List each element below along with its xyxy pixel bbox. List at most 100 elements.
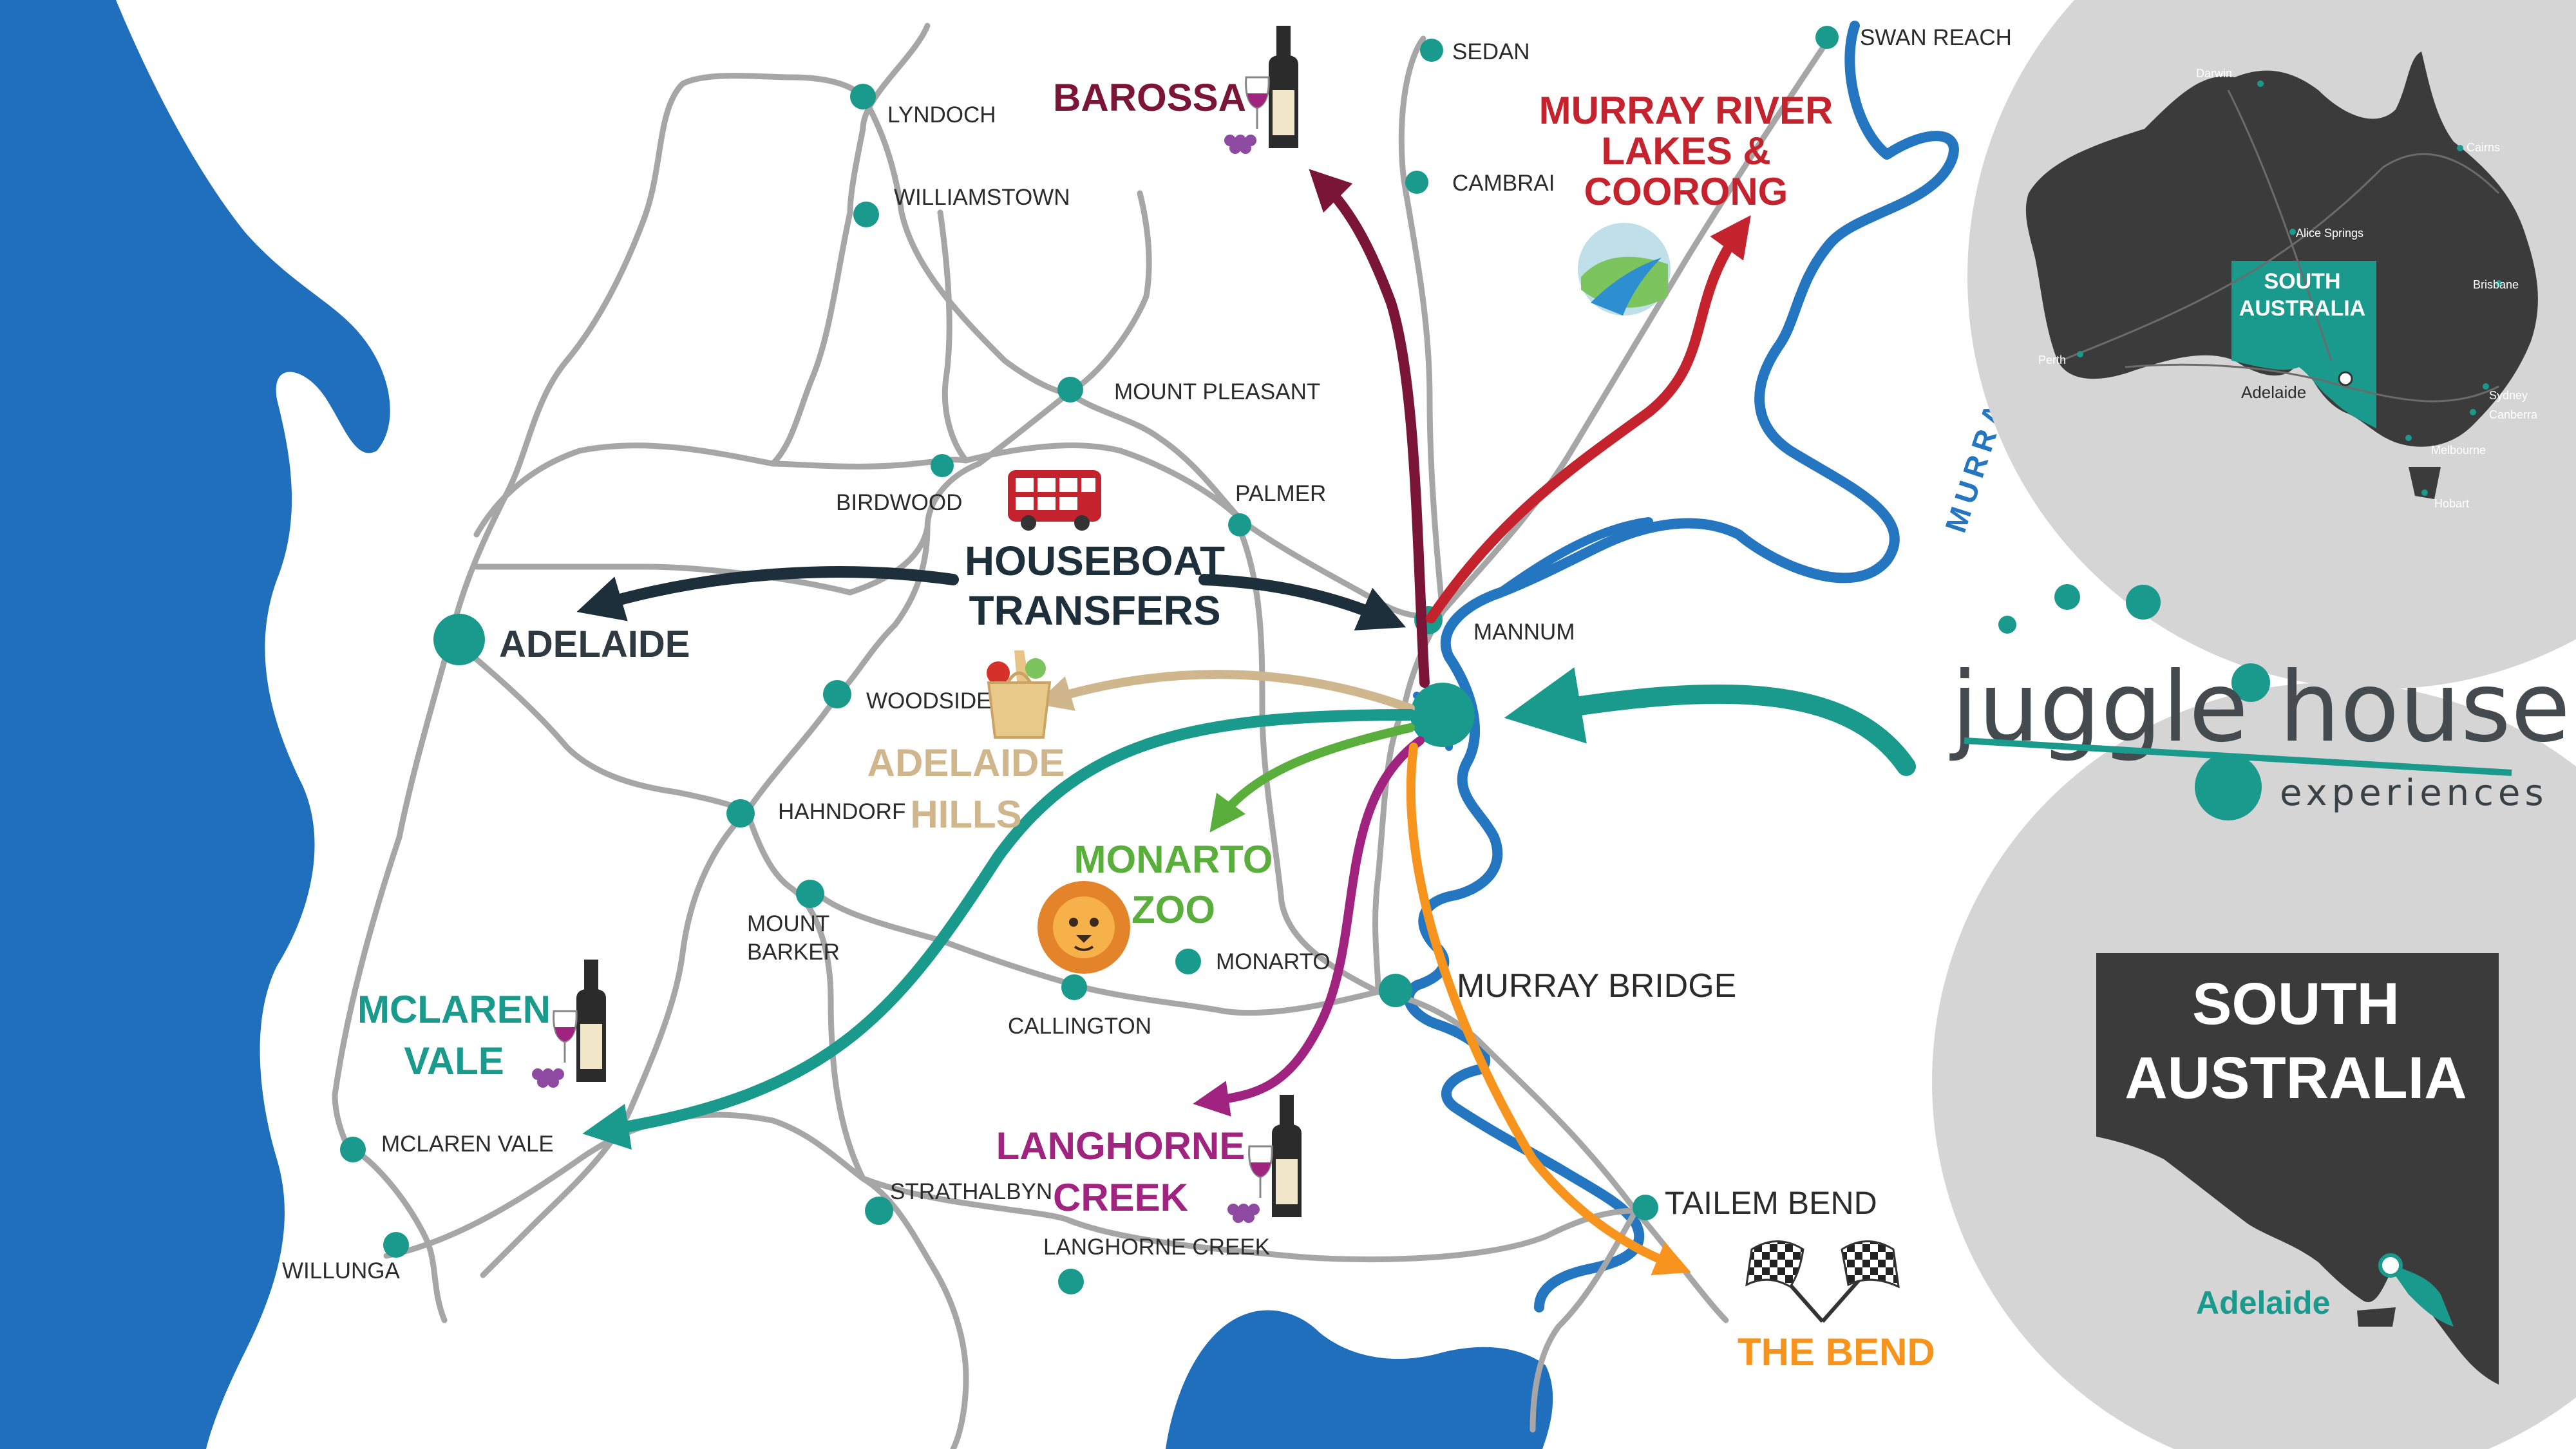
svg-text:Darwin: Darwin (2196, 67, 2232, 80)
svg-text:Melbourne: Melbourne (2431, 444, 2486, 457)
town-mclaren-vale: MCLAREN VALE (340, 1132, 554, 1162)
svg-text:Hobart: Hobart (2434, 497, 2469, 510)
chequered-flags-icon (1745, 1240, 1900, 1323)
svg-text:LANGHORNE: LANGHORNE (996, 1124, 1245, 1168)
landscape-icon (1578, 223, 1671, 316)
label-adelaide: ADELAIDE (499, 623, 690, 665)
arrow-adelaide-hills (1036, 670, 1415, 713)
town-tailem-bend (1633, 1195, 1658, 1220)
svg-text:Brisbane: Brisbane (2473, 278, 2519, 291)
svg-text:PALMER: PALMER (1235, 481, 1326, 506)
svg-text:ZOO: ZOO (1132, 888, 1215, 931)
gulf-st-vincent (0, 0, 390, 1449)
south-australia-inset: SOUTH AUSTRALIA Adelaide (1932, 683, 2576, 1449)
lake-alexandrina (1166, 1310, 1553, 1449)
svg-text:HOUSEBOAT: HOUSEBOAT (965, 538, 1225, 584)
wine-bottle-glass-icon (1227, 1095, 1302, 1223)
dest-the-bend: THE BEND (1738, 1331, 1935, 1374)
svg-text:STRATHALBYN: STRATHALBYN (890, 1179, 1052, 1204)
dest-langhorne-creek: LANGHORNE CREEK (996, 1124, 1245, 1219)
juggle-house-logo: juggle house experiences (1949, 584, 2570, 820)
australia-inset: Darwin Cairns Alice Springs Brisbane Per… (1967, 0, 2576, 689)
svg-text:CAMBRAI: CAMBRAI (1452, 171, 1555, 196)
svg-text:Alice Springs: Alice Springs (2296, 227, 2363, 240)
svg-text:HAHNDORF: HAHNDORF (778, 799, 905, 824)
town-monarto: MONARTO (1175, 949, 1331, 974)
dest-murray-river-lakes: MURRAY RIVER LAKES & COORONG (1539, 89, 1833, 213)
svg-text:SOUTH: SOUTH (2264, 269, 2341, 294)
arrow-monarto-zoo (1209, 723, 1415, 833)
svg-text:HILLS: HILLS (910, 793, 1021, 836)
svg-text:MOUNT PLEASANT: MOUNT PLEASANT (1114, 379, 1320, 404)
svg-text:COORONG: COORONG (1584, 170, 1788, 213)
town-willunga: WILLUNGA (282, 1232, 409, 1283)
svg-text:Adelaide: Adelaide (2241, 383, 2306, 402)
svg-text:SWAN REACH: SWAN REACH (1860, 25, 2012, 50)
svg-text:MURRAY RIVER: MURRAY RIVER (1539, 89, 1833, 132)
svg-text:VALE: VALE (404, 1039, 504, 1083)
route-arrows (576, 169, 1916, 1276)
towns: LYNDOCH WILLIAMSTOWN MOUNT PLEASANT BIRD… (282, 25, 2012, 1294)
svg-text:WILLIAMSTOWN: WILLIAMSTOWN (894, 185, 1070, 210)
svg-text:Cairns: Cairns (2467, 141, 2500, 154)
adelaide-region (2386, 1262, 2454, 1327)
hub-marker (1410, 683, 1475, 747)
tasmania (2409, 467, 2441, 499)
australia-landmass (2025, 52, 2538, 447)
dest-monarto-zoo: MONARTO ZOO (1074, 838, 1273, 931)
red-bus-icon (1008, 470, 1101, 531)
lion-icon (1037, 881, 1130, 974)
svg-text:LYNDOCH: LYNDOCH (887, 102, 996, 128)
svg-text:AUSTRALIA: AUSTRALIA (2125, 1045, 2467, 1111)
town-hahndorf: HAHNDORF (726, 799, 905, 828)
road-network (332, 23, 1832, 1449)
svg-text:experiences: experiences (2280, 772, 2548, 814)
svg-text:CREEK: CREEK (1053, 1176, 1188, 1219)
town-mount-pleasant: MOUNT PLEASANT (1057, 377, 1320, 404)
svg-text:BIRDWOOD: BIRDWOOD (836, 490, 962, 515)
arrow-incoming (1504, 667, 1916, 776)
arrow-houseboat-right (1198, 574, 1406, 630)
south-australia-landmass (2096, 953, 2499, 1385)
town-langhorne-creek: LANGHORNE CREEK (1043, 1235, 1270, 1294)
sa-inset-adelaide-label: Adelaide (2196, 1285, 2330, 1321)
svg-text:AUSTRALIA: AUSTRALIA (2239, 296, 2365, 321)
town-adelaide (433, 614, 485, 665)
town-strathalbyn: STRATHALBYN (865, 1179, 1052, 1225)
town-sedan: SEDAN (1420, 39, 1530, 64)
grocery-bag-icon (987, 650, 1052, 739)
murray-river (1403, 21, 1959, 1312)
town-murray-bridge (1379, 974, 1412, 1007)
svg-text:WILLUNGA: WILLUNGA (282, 1258, 400, 1283)
kangaroo-island (2357, 1307, 2396, 1327)
arrow-houseboat-left (576, 566, 959, 621)
svg-text:LANGHORNE CREEK: LANGHORNE CREEK (1043, 1235, 1270, 1260)
town-swan-reach: SWAN REACH (1815, 25, 2012, 50)
svg-text:Perth: Perth (2038, 354, 2066, 366)
dest-houseboat-transfers: HOUSEBOAT TRANSFERS (965, 538, 1225, 634)
town-woodside: WOODSIDE (823, 680, 991, 714)
svg-text:CALLINGTON: CALLINGTON (1008, 1014, 1151, 1039)
svg-text:MONARTO: MONARTO (1216, 949, 1331, 974)
town-callington: CALLINGTON (1008, 974, 1151, 1039)
svg-text:SEDAN: SEDAN (1452, 39, 1530, 64)
dest-barossa: BAROSSA (1053, 76, 1246, 119)
dest-mclaren-vale: MCLAREN VALE (357, 988, 551, 1083)
svg-text:MONARTO: MONARTO (1074, 838, 1273, 881)
destination-labels: BAROSSA MURRAY RIVER LAKES & COORONG HOU… (357, 76, 1935, 1374)
svg-text:SOUTH: SOUTH (2192, 971, 2400, 1037)
label-murray-bridge: MURRAY BRIDGE (1457, 967, 1736, 1005)
svg-text:MANNUM: MANNUM (1473, 620, 1575, 645)
svg-text:Sydney: Sydney (2489, 389, 2528, 402)
svg-text:MCLAREN VALE: MCLAREN VALE (381, 1132, 554, 1157)
wine-bottle-glass-icon (1224, 26, 1298, 154)
dest-adelaide-hills: ADELAIDE HILLS (867, 741, 1065, 836)
svg-text:Canberra: Canberra (2489, 408, 2538, 421)
svg-text:TRANSFERS: TRANSFERS (969, 587, 1220, 634)
town-cambrai: CAMBRAI (1405, 171, 1555, 196)
town-palmer: PALMER (1228, 481, 1326, 536)
label-tailem-bend: TAILEM BEND (1665, 1185, 1877, 1221)
